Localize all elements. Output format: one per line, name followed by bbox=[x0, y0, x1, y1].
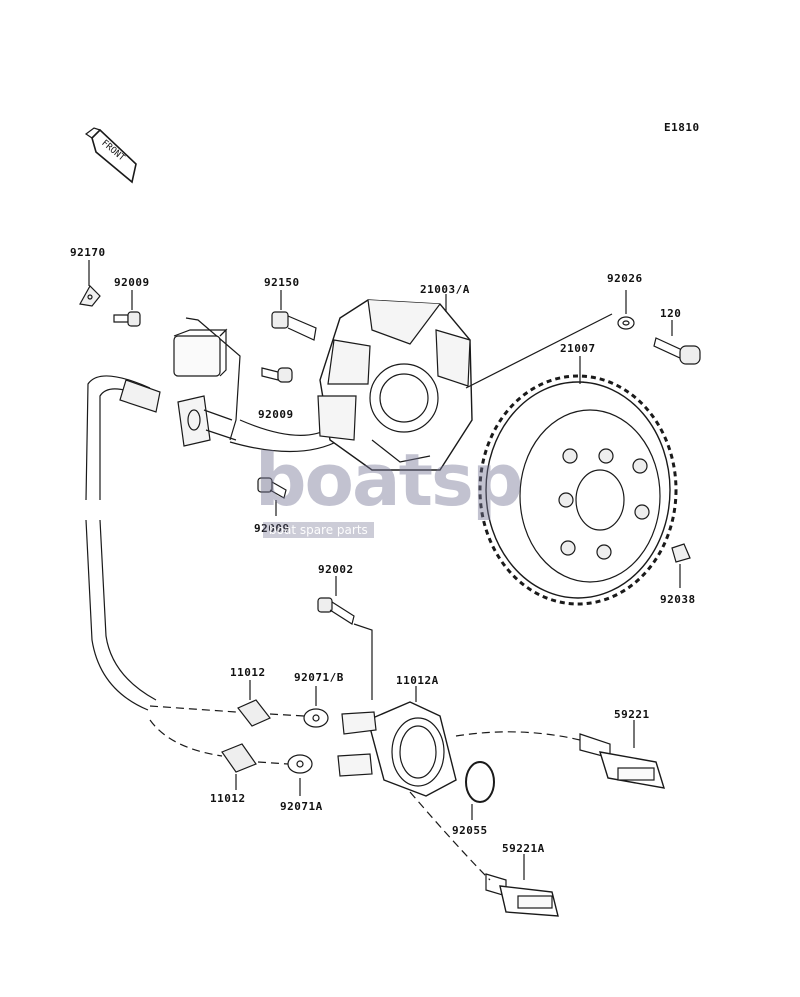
part-92071b-shape bbox=[303, 686, 329, 728]
part-label-59221a: 59221A bbox=[502, 842, 545, 855]
part-92009-mid-shape bbox=[261, 367, 293, 383]
part-92002-shape bbox=[317, 576, 373, 700]
front-arrow-icon: FRONT bbox=[84, 127, 137, 184]
part-label-92150: 92150 bbox=[264, 276, 300, 289]
part-label-92009-mid: 92009 bbox=[258, 408, 294, 421]
flywheel-21007-shape bbox=[478, 356, 678, 606]
part-label-92071a: 92071A bbox=[280, 800, 323, 813]
part-label-92071b: 92071/B bbox=[294, 671, 344, 684]
part-label-92026: 92026 bbox=[607, 272, 643, 285]
part-92071a-shape bbox=[287, 754, 313, 796]
part-92009-top-shape bbox=[113, 290, 141, 327]
pickup-coil-shape bbox=[173, 317, 341, 453]
part-label-92055: 92055 bbox=[452, 824, 488, 837]
harness-tube-shape bbox=[85, 375, 161, 711]
part-label-21007: 21007 bbox=[560, 342, 596, 355]
part-label-11012-top: 11012 bbox=[230, 666, 266, 679]
connector-housing-11012a-shape bbox=[337, 686, 457, 797]
part-label-11012-low: 11012 bbox=[210, 792, 246, 805]
part-label-120: 120 bbox=[660, 307, 682, 320]
wire-runs bbox=[149, 705, 581, 881]
part-120-shape bbox=[653, 320, 701, 365]
part-92150-shape bbox=[271, 290, 317, 341]
part-label-21003a: 21003/A bbox=[420, 283, 470, 296]
part-label-92009-top: 92009 bbox=[114, 276, 150, 289]
oring-92055-shape bbox=[465, 761, 495, 820]
plug-59221a-shape bbox=[485, 854, 559, 917]
part-label-92009-low: 92009 bbox=[254, 522, 290, 535]
harness-grommet-shape bbox=[177, 395, 237, 447]
part-92170-shape bbox=[79, 260, 101, 307]
part-92026-shape bbox=[465, 290, 635, 389]
part-label-92002: 92002 bbox=[318, 563, 354, 576]
part-92038-shape bbox=[671, 543, 691, 588]
part-label-11012a: 11012A bbox=[396, 674, 439, 687]
part-label-92170: 92170 bbox=[70, 246, 106, 259]
part-label-92038: 92038 bbox=[660, 593, 696, 606]
stator-21003a-shape bbox=[317, 294, 473, 471]
part-11012-low-shape bbox=[221, 743, 257, 790]
part-92009-low-shape bbox=[257, 477, 287, 516]
part-label-59221: 59221 bbox=[614, 708, 650, 721]
diagram-code: E1810 bbox=[664, 121, 700, 134]
part-11012-top-shape bbox=[237, 680, 271, 727]
plug-59221-shape bbox=[579, 720, 666, 789]
